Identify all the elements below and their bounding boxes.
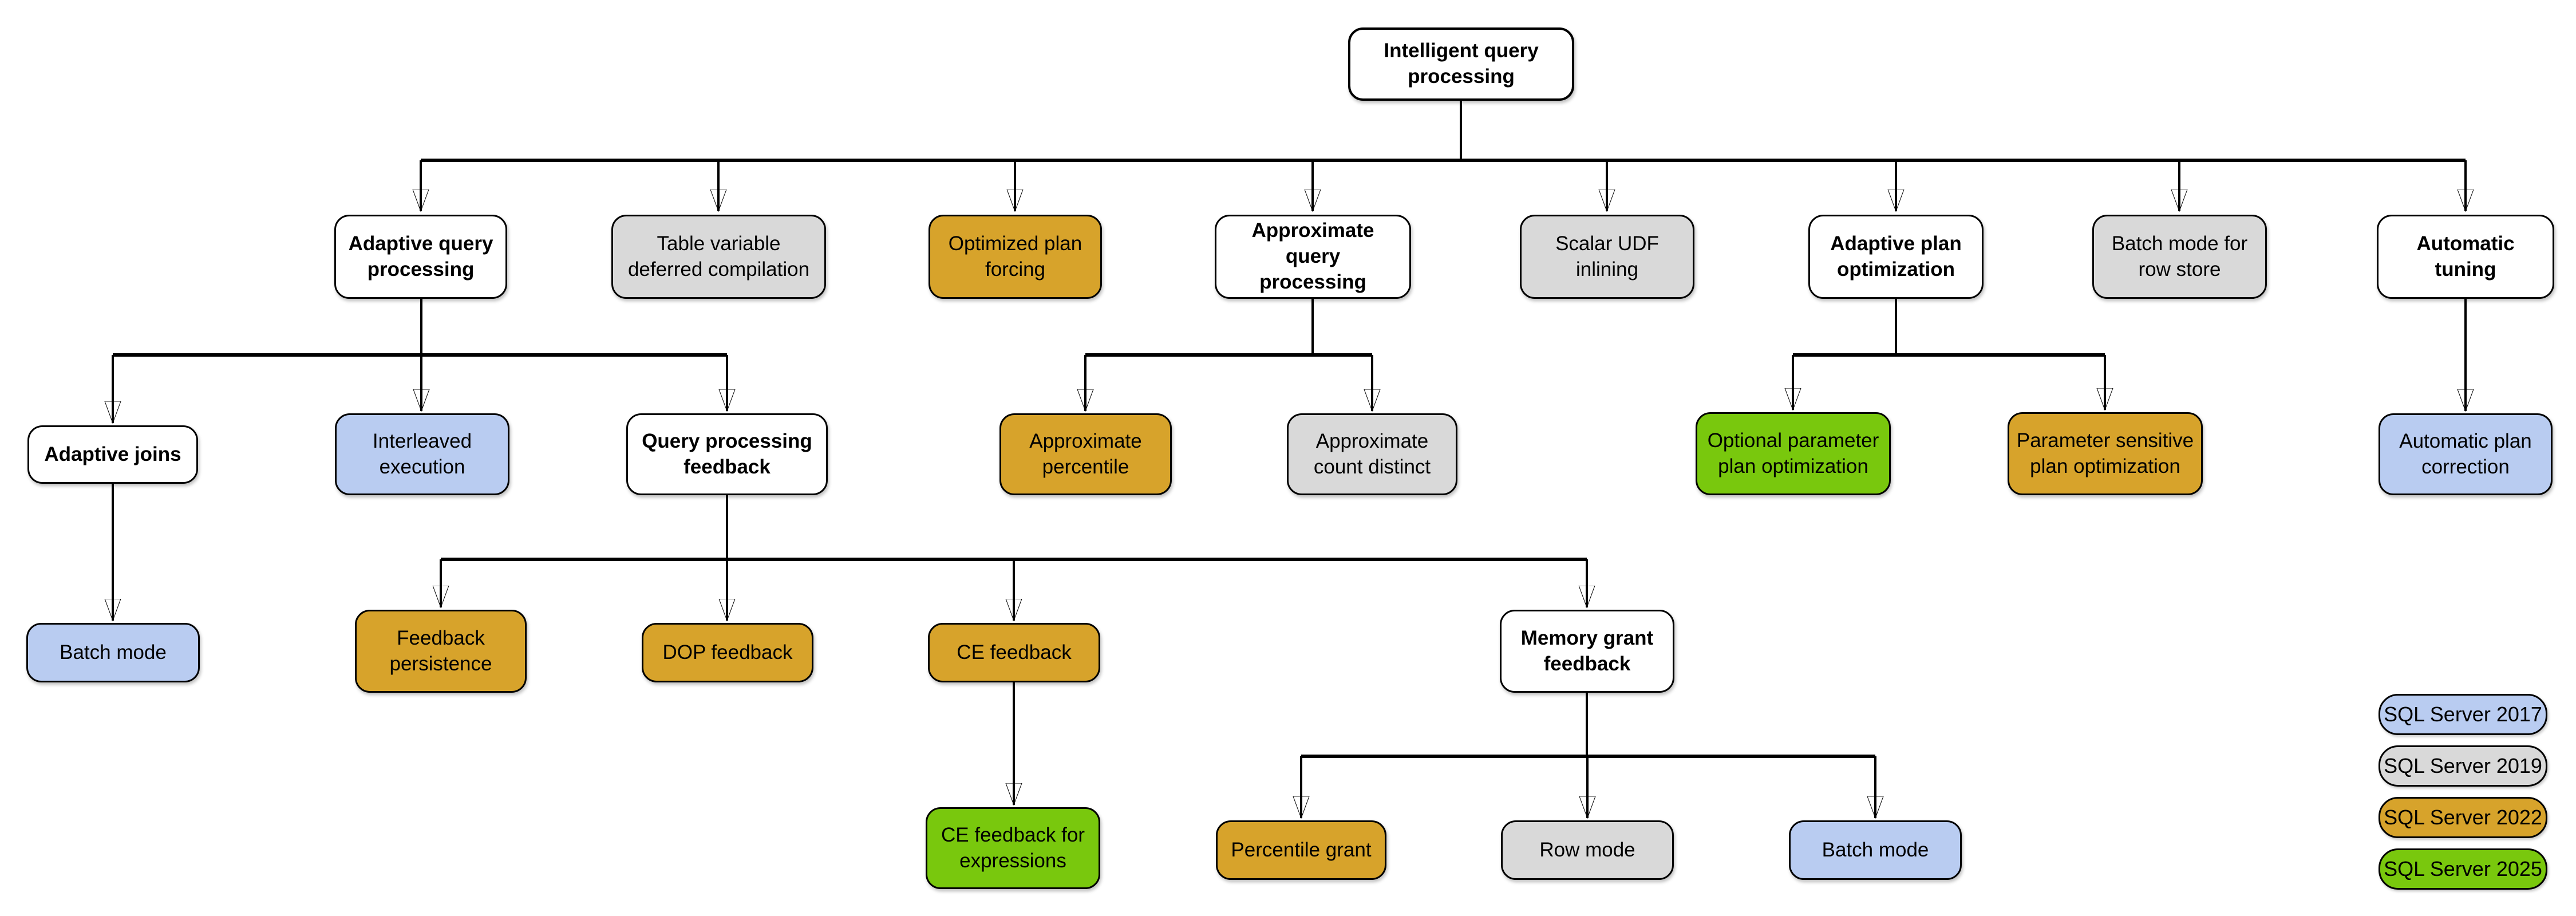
legend-sql-server-2022: SQL Server 2022 [2379, 797, 2547, 838]
node-optional-parameter-plan-optimization: Optional parameter plan optimization [1696, 412, 1891, 495]
node-parameter-sensitive-plan-optimization: Parameter sensitive plan optimization [2008, 412, 2203, 495]
legend-sql-server-2025: SQL Server 2025 [2379, 848, 2547, 890]
node-automatic-plan-correction: Automatic plan correction [2379, 413, 2553, 495]
node-table-variable-deferred-compilation: Table variable deferred compilation [611, 215, 826, 299]
node-adaptive-plan-optimization: Adaptive plan optimization [1808, 215, 1984, 299]
legend-sql-server-2017: SQL Server 2017 [2379, 694, 2547, 735]
legend-sql-server-2019: SQL Server 2019 [2379, 745, 2547, 787]
node-row-mode: Row mode [1501, 820, 1674, 880]
node-approximate-count-distinct: Approximate count distinct [1287, 413, 1457, 495]
node-approximate-query-processing: Approximate query processing [1215, 215, 1411, 299]
node-adaptive-query-processing: Adaptive query processing [334, 215, 507, 299]
node-interleaved-execution: Interleaved execution [335, 413, 509, 495]
node-feedback-persistence: Feedback persistence [355, 610, 527, 693]
node-ce-feedback-for-expressions: CE feedback for expressions [926, 807, 1100, 889]
node-percentile-grant: Percentile grant [1216, 820, 1386, 880]
node-adaptive-joins: Adaptive joins [27, 425, 198, 484]
node-batch-mode-for-row-store: Batch mode for row store [2092, 215, 2267, 299]
node-scalar-udf-inlining: Scalar UDF inlining [1520, 215, 1694, 299]
node-query-processing-feedback: Query processing feedback [626, 413, 828, 495]
node-optimized-plan-forcing: Optimized plan forcing [929, 215, 1102, 299]
node-batch-mode-memory-grant: Batch mode [1789, 820, 1962, 880]
node-approximate-percentile: Approximate percentile [999, 413, 1172, 495]
node-batch-mode-adaptive-joins: Batch mode [26, 623, 200, 682]
node-dop-feedback: DOP feedback [642, 623, 813, 682]
node-intelligent-query-processing: Intelligent query processing [1348, 27, 1574, 101]
node-memory-grant-feedback: Memory grant feedback [1500, 610, 1674, 693]
node-ce-feedback: CE feedback [928, 623, 1100, 682]
node-automatic-tuning: Automatic tuning [2377, 215, 2554, 299]
